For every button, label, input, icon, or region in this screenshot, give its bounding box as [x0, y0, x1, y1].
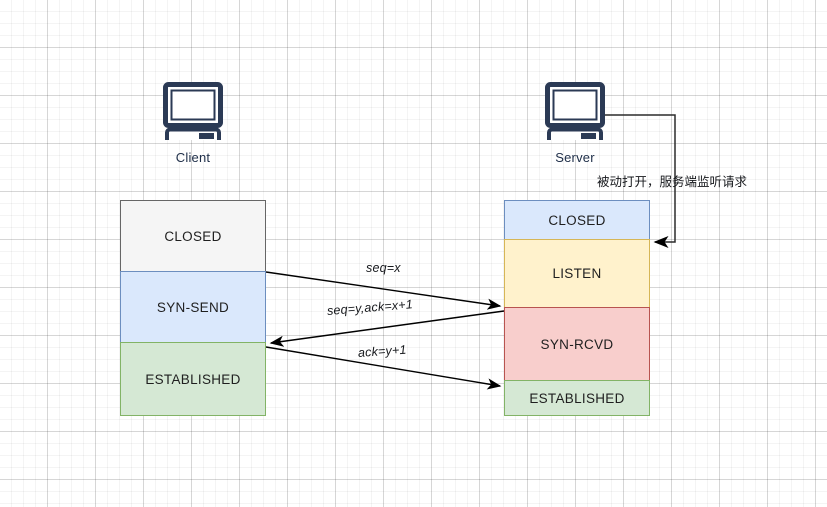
state-label: SYN-SEND [156, 299, 230, 315]
host-client: Client [145, 82, 241, 165]
state-label: ESTABLISHED [145, 371, 241, 387]
state-label: CLOSED [164, 228, 222, 244]
host-server: Server [527, 82, 623, 165]
state-box-client-established[interactable]: ESTABLISHED [120, 342, 266, 416]
message-label-syn: seq=x [366, 261, 401, 275]
host-client-label: Client [175, 150, 211, 165]
computer-icon [163, 82, 223, 140]
client-state-column: CLOSED SYN-SEND ESTABLISHED [120, 200, 266, 416]
state-box-client-closed[interactable]: CLOSED [120, 200, 266, 272]
message-label-ack: ack=y+1 [357, 342, 408, 360]
state-box-client-syn-send[interactable]: SYN-SEND [120, 271, 266, 343]
state-label: CLOSED [548, 212, 606, 228]
state-box-server-established[interactable]: ESTABLISHED [504, 380, 650, 416]
message-label-syn-ack: seq=y,ack=x+1 [326, 297, 414, 318]
host-server-label: Server [555, 150, 595, 165]
computer-icon [545, 82, 605, 140]
note-passive-open: 被动打开，服务端监听请求 [597, 175, 748, 189]
state-label: ESTABLISHED [529, 390, 625, 406]
state-label: LISTEN [552, 266, 602, 281]
state-box-server-closed[interactable]: CLOSED [504, 200, 650, 240]
state-box-server-listen[interactable]: LISTEN [504, 239, 650, 308]
server-state-column: CLOSED LISTEN SYN-RCVD ESTABLISHED [504, 200, 650, 416]
state-box-server-syn-rcvd[interactable]: SYN-RCVD [504, 307, 650, 381]
state-label: SYN-RCVD [540, 336, 614, 352]
arrow-syn-ack [269, 310, 505, 347]
